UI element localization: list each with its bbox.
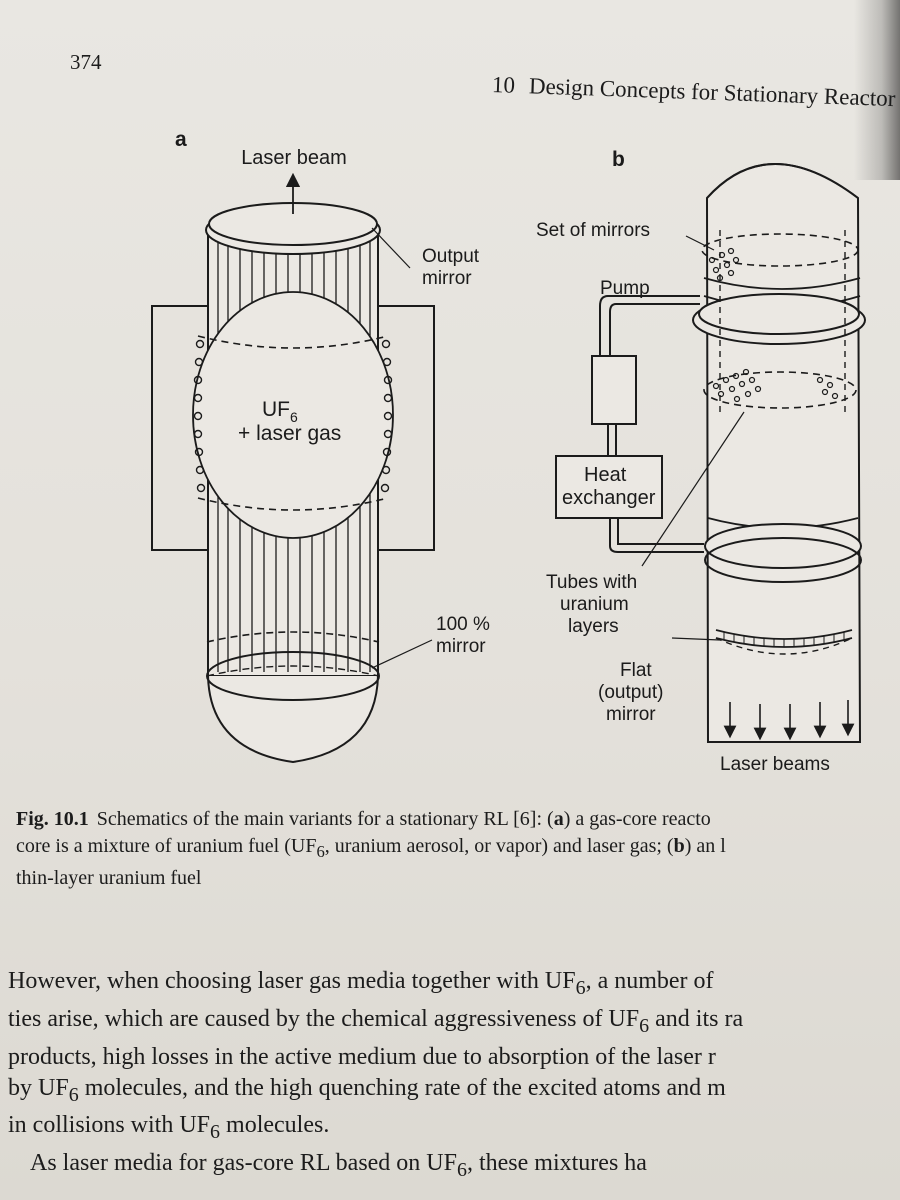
caption-line-2: core is a mixture of uranium fuel (UF6, … [16,833,900,865]
panel-b-diagram [555,163,866,743]
panel-a-letter: a [175,128,187,151]
body-text: by UF [8,1074,69,1101]
laser-beams-label: Laser beams [720,754,830,775]
caption-text: core is a mixture of uranium fuel (UF [16,835,317,857]
body-text: molecules. [220,1112,330,1139]
output-beam-arrows [723,700,855,741]
active-zone [192,291,394,539]
flat-label-3: mirror [606,704,656,725]
mirror-100-label-1: 100 % [436,614,490,635]
page-number: 374 [70,50,102,74]
lower-flange-2 [704,537,862,583]
body-text: As laser media for gas-core RL based on … [30,1150,457,1177]
panel-a-diagram [151,172,435,764]
exchanger-label: exchanger [562,487,656,509]
caption-panel-ref-a: a [553,808,564,830]
caption-figure-label: Fig. 10.1 [16,808,89,830]
body-subscript: 6 [456,1158,467,1181]
body-line-2: ties arise, which are caused by the chem… [8,1004,900,1042]
column-body [705,163,862,743]
mirror-100-label-2: mirror [436,636,486,657]
caption-line-3: thin-layer uranium fuel [16,867,202,889]
body-text: ties arise, which are caused by the chem… [8,1005,640,1032]
tubes-label-2: uranium [560,594,629,615]
panel-b-letter: b [612,148,625,171]
body-subscript: 6 [210,1121,221,1144]
lower-flange [704,523,862,569]
body-text: However, when choosing laser gas media t… [8,968,576,994]
bottom-dashed-ring-2 [206,665,380,677]
mirror-set-top-ring [701,233,859,267]
heat-exchanger-box [555,455,663,519]
tubes-label-3: layers [568,616,619,637]
caption-subscript: 6 [316,842,325,861]
flat-label-2: (output) [598,682,663,703]
body-subscript: 6 [68,1083,79,1106]
caption-text: Schematics of the main variants for a st… [96,808,554,830]
body-text: , these mixtures ha [466,1150,647,1177]
tubes-label-1: Tubes with [546,572,637,593]
flat-label-1: Flat [620,660,652,681]
tube-holes [708,247,839,403]
body-text: and its ra [649,1005,744,1032]
body-line-4: by UF6 molecules, and the high quenching… [8,1073,900,1111]
caption-text: , uranium aerosol, or vapor) and laser g… [324,835,674,857]
figure-10-1: a Laser beam Output mirror UF6 + laser g… [0,110,900,800]
page-edge-shadow [854,0,900,180]
chapter-number: 10 [491,72,516,98]
fuel-label: UF6 [262,398,298,425]
caption-text: ) a gas-core reacto [563,808,711,830]
caption-text: ) an l [684,835,726,857]
chapter-title: Design Concepts for Stationary Reactor L… [528,73,900,112]
body-text: molecules, and the high quenching rate o… [78,1074,726,1101]
tubes-leader [641,411,745,567]
laser-beam-label: Laser beam [241,147,347,169]
set-of-mirrors-label: Set of mirrors [536,220,650,241]
laser-gas-label: + laser gas [238,422,341,445]
figure-schematic: a Laser beam Output mirror UF6 + laser g… [151,128,866,775]
body-line-5: in collisions with UF6 molecules. [8,1110,900,1148]
body-subscript: 6 [575,976,586,999]
caption-line-1: Fig. 10.1 Schematics of the main variants… [16,806,900,833]
output-mirror-leader [371,227,411,269]
body-paragraph: However, when choosing laser gas media t… [8,966,900,1186]
pipe-top-outer [599,295,700,356]
body-subscript: 6 [639,1014,650,1037]
body-text: , a number of [585,968,714,994]
mirror-set-lower-ring [703,277,861,290]
coil-circles [193,339,393,493]
upper-flange-top [698,293,860,335]
upper-dashed-ring [197,335,389,349]
caption-panel-ref-b: b [673,835,685,857]
heat-label: Heat [584,464,627,486]
pump-box [591,355,637,425]
figure-caption: Fig. 10.1 Schematics of the main variants… [16,806,900,892]
running-head: 10 Design Concepts for Stationary Reactor… [492,72,900,114]
body-line-3: products, high losses in the active medi… [8,1043,716,1070]
fuel-label-main: UF [262,398,290,421]
flat-mirror-leader [671,637,721,641]
pump-label: Pump [600,278,650,299]
body-line-1: However, when choosing laser gas media t… [8,966,900,1004]
flat-mirror-hatching [723,632,845,647]
bottom-dashed-ring [206,631,380,643]
output-mirror-label-2: mirror [422,268,472,289]
lower-dashed-ring [197,497,389,511]
pipe-bottom-outer [609,518,704,553]
body-text: in collisions with UF [8,1112,211,1139]
bottom-dome [207,675,379,764]
fuel-label-sub: 6 [290,409,298,425]
tube-section-top-ring [703,371,857,409]
mirror-100-leader [371,639,433,669]
flat-mirror-dashed [715,637,853,655]
body-line-6: As laser media for gas-core RL based on … [8,1148,900,1186]
column-dome [706,163,859,199]
pipe-bottom-inner [617,518,704,545]
set-of-mirrors-leader [685,235,715,251]
pipe-top-inner [609,303,700,356]
output-mirror-label-1: Output [422,246,480,267]
